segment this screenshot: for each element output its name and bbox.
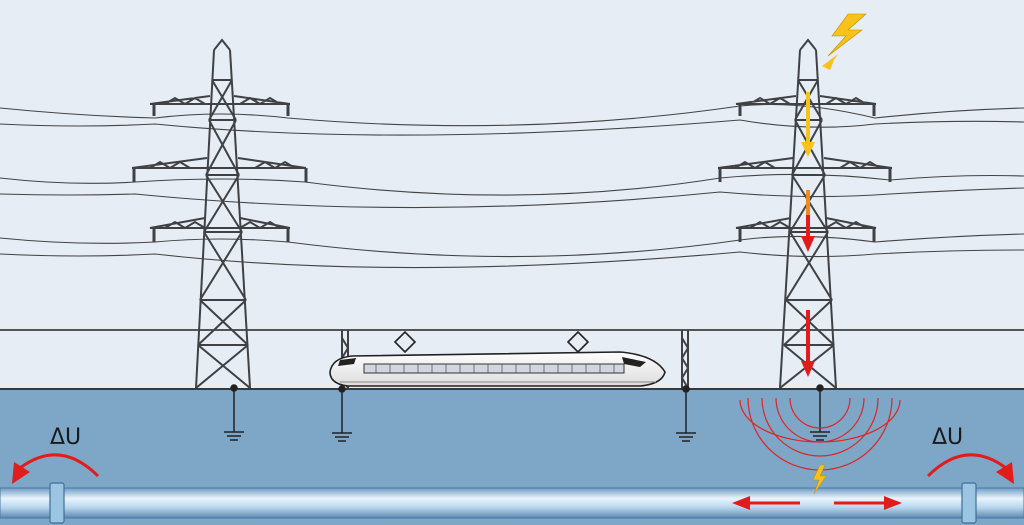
arrow-icon: [996, 462, 1014, 484]
lightning-bolt-icon: [812, 464, 827, 495]
arrow-icon: [801, 236, 815, 252]
grounding-left-tower: [224, 384, 244, 441]
power-lines: [0, 103, 1024, 269]
tower-current-path: [801, 92, 815, 377]
arrow-icon: [801, 142, 815, 157]
lightning-bolt-icon: [822, 13, 867, 70]
potential-difference-label-left: ΔU: [50, 425, 81, 450]
ground-potential-rings: [739, 397, 901, 471]
arrow-icon: [732, 496, 750, 510]
pipe-flange-right: [961, 482, 977, 524]
grounding-right-tower: [810, 384, 830, 441]
arrow-icon: [801, 361, 815, 377]
train: [329, 351, 666, 387]
pantograph-front: [393, 330, 417, 354]
pipe-current-arrows: [732, 496, 902, 510]
catenary-mast-right: [680, 330, 690, 390]
ground-symbol-icon: [676, 432, 696, 442]
tower-left: [131, 38, 308, 389]
arrow-icon: [884, 496, 902, 510]
arrow-icon: [12, 462, 30, 484]
grounding-catenary-right: [676, 385, 696, 442]
pipe-flange-left: [49, 482, 65, 524]
grounding-catenary-left: [332, 385, 352, 442]
potential-arrow-left: [12, 453, 100, 484]
potential-arrow-right: [926, 453, 1014, 484]
potential-difference-label-right: ΔU: [932, 425, 963, 450]
ground-symbol-icon: [810, 431, 830, 441]
pantograph-rear: [566, 330, 590, 354]
ground-symbol-icon: [332, 432, 352, 442]
ground-symbol-icon: [224, 431, 244, 441]
